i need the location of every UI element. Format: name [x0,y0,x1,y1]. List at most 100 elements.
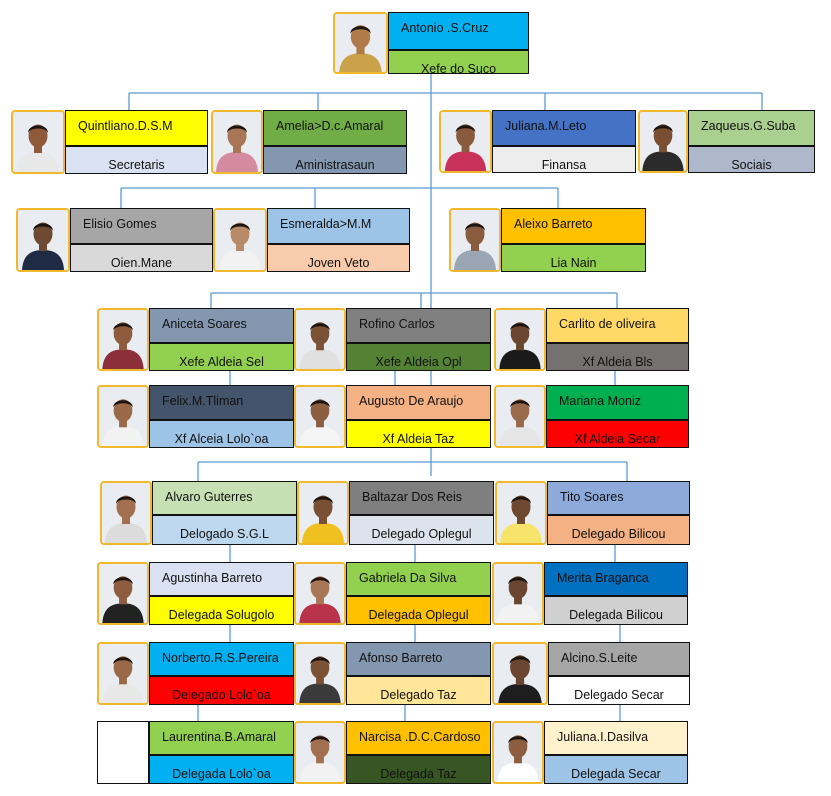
person-silhouette-icon [496,387,544,446]
member-name: Juliana.I.Dasilva [544,721,688,755]
person-silhouette-icon [296,387,344,446]
person-silhouette-icon [13,112,63,172]
member-name: Amelia>D.c.Amaral [263,110,407,146]
member-name: Juliana.M.Leto [492,110,636,146]
member-role: Xf Aldeia Secar [546,420,689,448]
member-name: Rofino Carlos [346,308,491,343]
person-silhouette-icon [99,564,147,623]
member-photo [294,642,346,705]
member-photo [97,308,149,371]
member-name: Augusto De Araujo [346,385,491,420]
person-silhouette-icon [335,14,386,72]
person-silhouette-icon [497,483,545,543]
member-name: Afonso Barreto [346,642,491,676]
member-role: Xefe Aldeia Sel [149,343,294,371]
person-silhouette-icon [99,310,147,369]
person-silhouette-icon [99,644,147,703]
member-role: Aministrasaun [263,146,407,174]
member-photo [492,562,544,625]
member-role: Finansa [492,146,636,173]
member-name: Merita Braganca [544,562,688,596]
person-silhouette-icon [215,210,265,270]
member-role: Delegada Oplegul [346,596,491,625]
member-photo [333,12,388,74]
member-role: Delegado Lolo`oa [149,676,294,705]
person-silhouette-icon [213,112,261,172]
member-photo [97,385,149,448]
member-name: Quintliano.D.S.M [65,110,208,146]
member-role: Delegada Taz [346,755,491,784]
member-name: Gabriela Da Silva [346,562,491,596]
person-silhouette-icon [441,112,490,171]
member-photo [97,562,149,625]
member-role: Oien.Mane [70,244,213,272]
member-name: Esmeralda>M.M [267,208,410,244]
member-photo [297,481,349,545]
empty-photo-slot [97,721,149,784]
member-role: Sociais [688,146,815,173]
member-name: Tito Soares [547,481,690,515]
member-photo [213,208,267,272]
member-photo [294,308,346,371]
person-silhouette-icon [451,210,499,270]
member-role: Lia Nain [501,244,646,272]
member-role: Xf Aldeia Bls [546,343,689,371]
member-photo [638,110,688,173]
member-role: Delegado Secar [548,676,690,705]
member-name: Alvaro Guterres [152,481,297,515]
member-role: Xefe do Suco [388,50,529,74]
member-role: Xf Aldeia Taz [346,420,491,448]
member-photo [294,385,346,448]
member-photo [439,110,492,173]
person-silhouette-icon [496,310,544,369]
member-name: Zaqueus.G.Suba [688,110,815,146]
member-photo [97,642,149,705]
member-role: Delegada Solugolo [149,596,294,625]
member-photo [16,208,70,272]
person-silhouette-icon [494,723,542,782]
member-role: Delogado S.G.L [152,515,297,545]
person-silhouette-icon [18,210,68,270]
person-silhouette-icon [494,644,546,703]
member-role: Xefe Aldeia Opl [346,343,491,371]
member-name: Antonio .S.Cruz [388,12,529,50]
person-silhouette-icon [494,564,542,623]
member-name: Felix.M.Tliman [149,385,294,420]
member-name: Aniceta Soares [149,308,294,343]
member-name: Laurentina.B.Amaral [149,721,294,755]
member-photo [294,721,346,784]
member-photo [449,208,501,272]
member-role: Delegada Bilicou [544,596,688,625]
member-name: Narcisa .D.C.Cardoso [346,721,491,755]
member-photo [211,110,263,174]
member-name: Norberto.R.S.Pereira [149,642,294,676]
member-name: Agustinha Barreto [149,562,294,596]
member-name: Baltazar Dos Reis [349,481,494,515]
member-photo [494,308,546,371]
person-silhouette-icon [299,483,347,543]
member-photo [492,721,544,784]
